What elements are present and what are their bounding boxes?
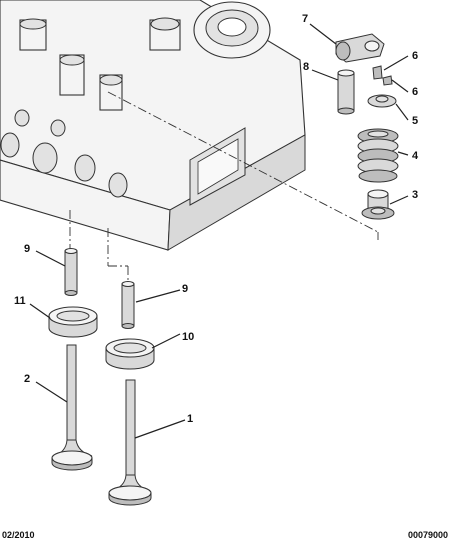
valve-spring-4 — [357, 128, 399, 183]
label-part-6-lower: 6 — [412, 86, 418, 98]
leader-lines — [29, 23, 409, 439]
label-part-8: 8 — [303, 61, 309, 73]
head-bosses — [19, 17, 181, 111]
label-part-11: 11 — [14, 295, 26, 307]
label-part-6-upper: 6 — [412, 50, 418, 62]
label-part-1: 1 — [187, 413, 193, 425]
valve-2 — [51, 344, 93, 471]
alignment-lines — [69, 91, 379, 280]
footer-reference-number: 00079000 — [408, 530, 448, 540]
label-part-5: 5 — [412, 115, 418, 127]
valve-seat-11 — [48, 306, 98, 338]
footer-date: 02/2010 — [2, 530, 35, 540]
cylinder-head — [0, 0, 306, 251]
valve-seat-10 — [105, 338, 155, 370]
label-part-3: 3 — [412, 189, 418, 201]
label-part-7: 7 — [302, 13, 308, 25]
label-part-10: 10 — [182, 331, 194, 343]
label-part-9-right: 9 — [182, 283, 188, 295]
head-large-port — [193, 1, 271, 59]
spring-retainer-5 — [367, 94, 397, 108]
head-side-ports — [0, 109, 128, 198]
spring-seat-3 — [361, 189, 395, 220]
valve-collets-6 — [372, 65, 393, 86]
label-part-4: 4 — [412, 150, 419, 162]
label-part-9-left: 9 — [24, 243, 30, 255]
rocker-arm-7 — [335, 33, 385, 63]
valve-1 — [108, 379, 152, 506]
hydraulic-lifter-8 — [337, 69, 355, 115]
valve-guide-9-right — [121, 280, 135, 329]
valve-guide-9-left — [64, 247, 78, 296]
label-part-2: 2 — [24, 373, 30, 385]
